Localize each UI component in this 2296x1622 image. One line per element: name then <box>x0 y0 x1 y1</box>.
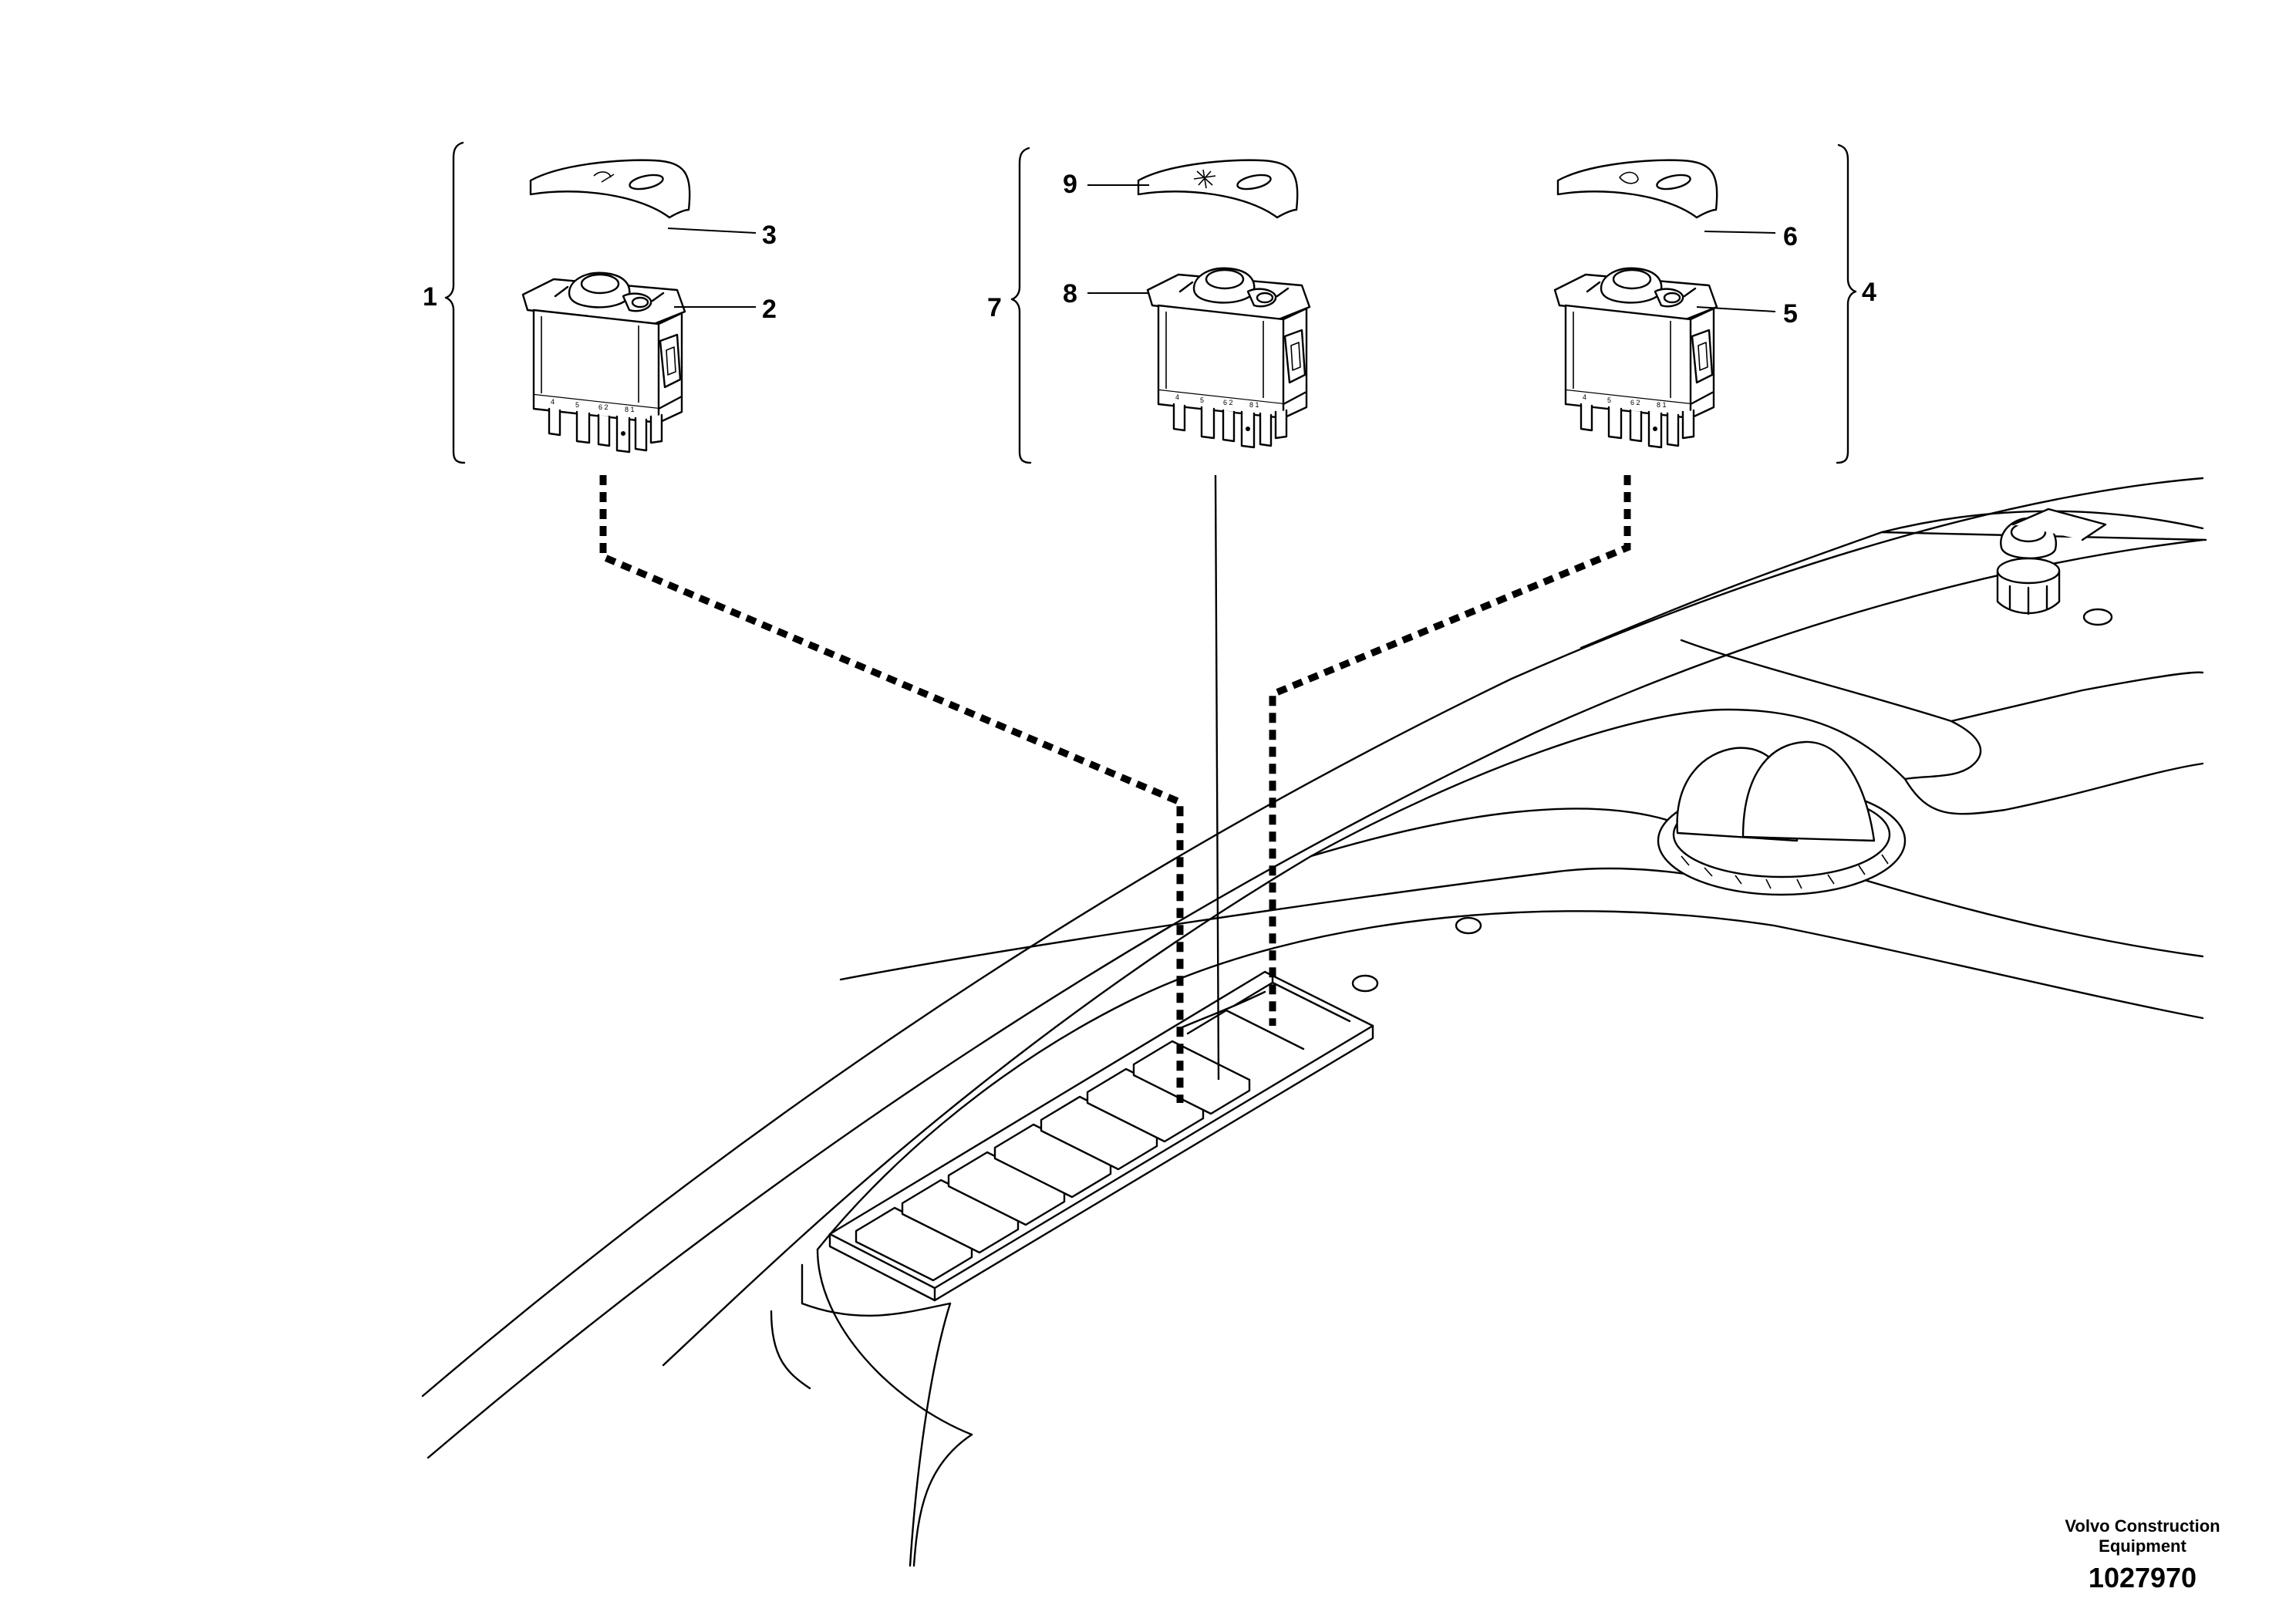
top-nut <box>1996 508 2107 615</box>
brackets <box>444 141 1857 464</box>
dome-light <box>1657 740 1907 896</box>
switch-assembly-2 <box>1137 159 1311 449</box>
callouts: 1 3 2 9 8 7 6 5 4 <box>423 170 1876 329</box>
callout-2: 2 <box>762 295 777 324</box>
callout-7: 7 <box>987 293 1002 322</box>
connection-lines <box>599 474 1631 1103</box>
symbol-icon <box>1193 169 1216 189</box>
callout-9: 9 <box>1063 170 1077 199</box>
cab-console-outline <box>421 477 2207 1567</box>
footer: Volvo Construction Equipment 1027970 <box>2065 1516 2220 1593</box>
callout-8: 8 <box>1063 279 1077 309</box>
leader-lines <box>667 184 1776 312</box>
switch-panel <box>828 970 1374 1302</box>
document-number: 1027970 <box>2089 1562 2197 1593</box>
callout-1: 1 <box>423 282 437 312</box>
symbol-icon <box>593 171 615 183</box>
switch-assembly-1 <box>521 159 691 454</box>
callout-6: 6 <box>1783 222 1798 251</box>
callout-4: 4 <box>1862 278 1876 307</box>
brand-line-1: Volvo Construction <box>2065 1516 2220 1536</box>
callout-3: 3 <box>762 221 777 250</box>
brand-line-2: Equipment <box>2099 1536 2186 1556</box>
symbol-icon <box>1619 171 1639 184</box>
callout-5: 5 <box>1783 299 1798 329</box>
switch-assembly-3 <box>1553 159 1718 449</box>
